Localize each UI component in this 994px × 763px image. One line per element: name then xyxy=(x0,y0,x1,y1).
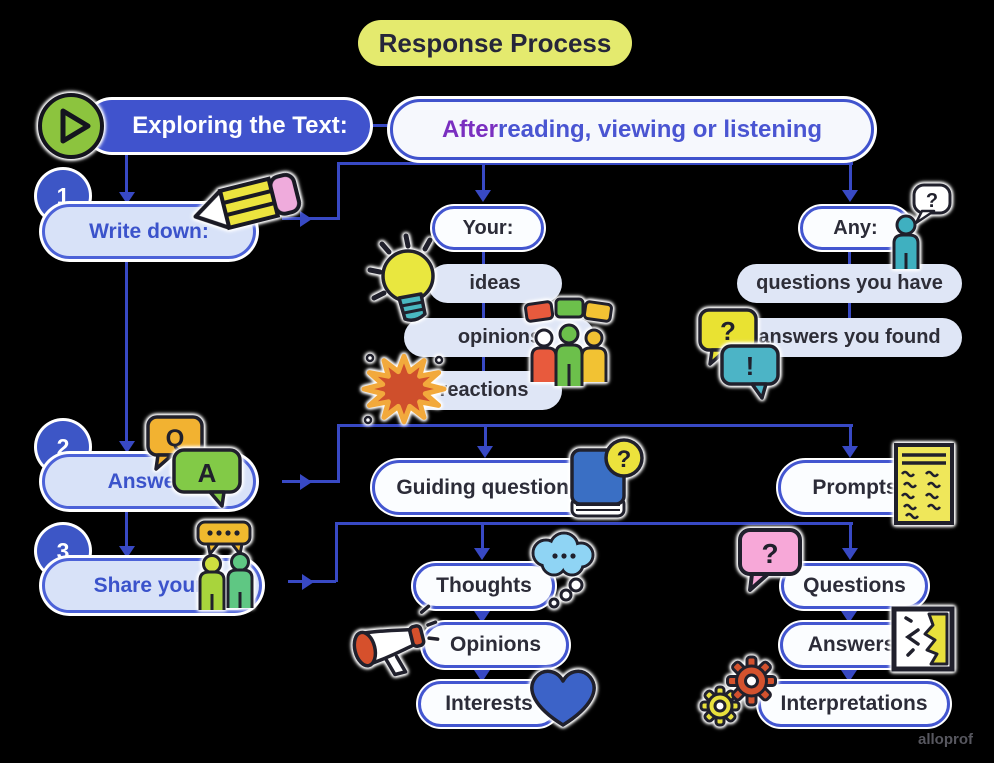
pencil-icon xyxy=(185,165,306,243)
thoughts-pill: Thoughts xyxy=(413,563,555,609)
arrow-right-icon xyxy=(302,574,314,590)
spine-segment xyxy=(125,253,128,443)
connector-line xyxy=(482,357,485,371)
play-icon xyxy=(36,91,106,161)
svg-text:?: ? xyxy=(761,538,778,569)
ideas-pill: ideas xyxy=(428,264,562,303)
svg-text:Q: Q xyxy=(166,425,185,452)
book-question-icon: ? xyxy=(560,436,648,530)
arrow-down-icon xyxy=(119,441,135,453)
watermark: alloprof xyxy=(918,731,973,748)
svg-text:?: ? xyxy=(720,316,736,346)
connector-line xyxy=(482,303,485,318)
arrow-down-icon xyxy=(475,190,491,202)
connector-line xyxy=(849,162,852,194)
connector-line xyxy=(848,662,851,674)
spine-segment xyxy=(125,503,128,547)
share-people-icon xyxy=(188,520,260,612)
megaphone-icon xyxy=(346,604,440,680)
any-header-pill: Any: xyxy=(800,206,911,250)
connector-rail xyxy=(337,424,853,427)
arrow-down-icon xyxy=(474,670,490,682)
connector-line xyxy=(848,244,851,264)
connector-rail xyxy=(335,522,853,525)
header-subtitle-highlight: After xyxy=(441,115,498,143)
thought-cloud-icon xyxy=(524,531,598,617)
header-subtitle: After reading, viewing or listening xyxy=(390,99,874,160)
connector-line xyxy=(335,522,338,582)
connector-line xyxy=(849,424,852,450)
gears-icon xyxy=(698,653,782,729)
spine-segment xyxy=(125,152,128,196)
starburst-icon xyxy=(360,350,448,428)
connector-line xyxy=(482,162,485,194)
arrow-down-icon xyxy=(841,670,857,682)
questions-share-pill: Questions xyxy=(781,563,928,609)
arrow-down-icon xyxy=(474,548,490,560)
connector-line xyxy=(337,424,340,482)
arrow-right-icon xyxy=(300,474,312,490)
question-bubble-pink-icon: ? xyxy=(736,526,804,594)
connector-line xyxy=(848,303,851,318)
prompt-sheet-icon xyxy=(892,442,956,526)
header-label: Exploring the Text: xyxy=(86,100,370,152)
connector-line xyxy=(337,162,340,220)
interpretations-pill: Interpretations xyxy=(758,681,950,727)
speaking-face-icon xyxy=(891,606,955,672)
connector-line xyxy=(482,244,485,264)
questions-you-have-pill: questions you have xyxy=(737,264,962,303)
connector-line xyxy=(481,522,484,552)
arrow-right-icon xyxy=(300,211,312,227)
lightbulb-icon xyxy=(366,230,446,332)
your-header-pill: Your: xyxy=(432,206,544,250)
connector-rail xyxy=(337,162,853,165)
a-bubble-icon: A xyxy=(170,446,244,508)
connector-line xyxy=(849,522,852,552)
connector-line xyxy=(484,424,487,450)
arrow-down-icon xyxy=(119,192,135,204)
arrow-down-icon xyxy=(841,611,857,623)
heart-icon xyxy=(524,661,602,733)
arrow-down-icon xyxy=(119,546,135,558)
opinions-share-pill: Opinions xyxy=(422,622,569,668)
connector-line xyxy=(481,603,484,615)
arrow-down-icon xyxy=(474,611,490,623)
people-group-icon xyxy=(524,297,616,386)
guiding-questions-pill: Guiding questions xyxy=(372,460,605,515)
arrow-down-icon xyxy=(477,446,493,458)
svg-text:?: ? xyxy=(617,446,632,473)
diagram-title: Response Process xyxy=(358,20,632,66)
svg-text:!: ! xyxy=(746,351,755,381)
arrow-down-icon xyxy=(842,446,858,458)
arrow-down-icon xyxy=(842,190,858,202)
connector-line xyxy=(481,662,484,674)
connector-line xyxy=(848,603,851,615)
svg-text:?: ? xyxy=(926,190,938,212)
exclaim-bubble-teal-icon: ! xyxy=(718,342,782,400)
svg-text:A: A xyxy=(198,458,217,488)
person-question-icon: ? xyxy=(886,183,952,271)
arrow-down-icon xyxy=(842,548,858,560)
header-subtitle-rest: reading, viewing or listening xyxy=(497,115,823,143)
